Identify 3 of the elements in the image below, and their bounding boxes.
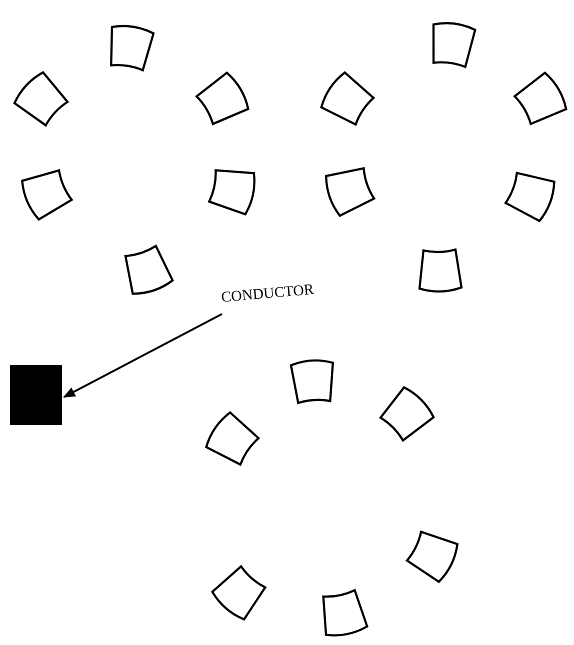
leader-arrow: [63, 313, 222, 398]
conductor-block: [10, 365, 62, 425]
leader-text: CONDUCTOR: [220, 282, 315, 307]
